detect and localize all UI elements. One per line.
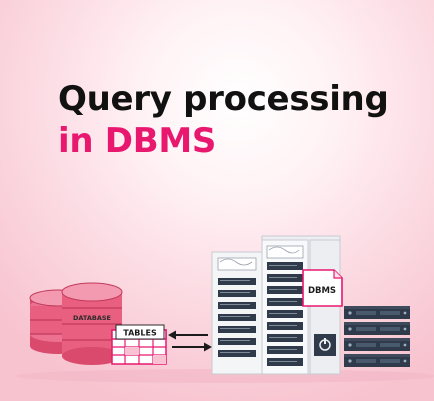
power-box [314, 334, 336, 356]
server-unit-1 [344, 306, 410, 319]
server-unit-icon [344, 306, 410, 367]
server-rack-icon [211, 235, 341, 375]
title-line-2: in DBMS [58, 121, 217, 161]
dbms-document-icon: DBMS [302, 269, 343, 307]
database-icon: DATABASE [29, 282, 123, 365]
title-line-1: Query processing [58, 79, 389, 119]
database-label: DATABASE [73, 314, 111, 322]
server-cabinet-left [211, 251, 265, 375]
arrow-left-icon [168, 330, 208, 340]
server-cabinet-middle [261, 239, 309, 375]
tables-label: TABLES [123, 329, 157, 338]
server-unit-3 [344, 338, 410, 351]
arrow-right-icon [172, 342, 212, 352]
page-title: Query processing in DBMS [58, 78, 389, 162]
server-unit-4 [344, 354, 410, 367]
dbms-label: DBMS [308, 286, 336, 296]
table-icon: TABLES [111, 324, 167, 365]
server-unit-2 [344, 322, 410, 335]
